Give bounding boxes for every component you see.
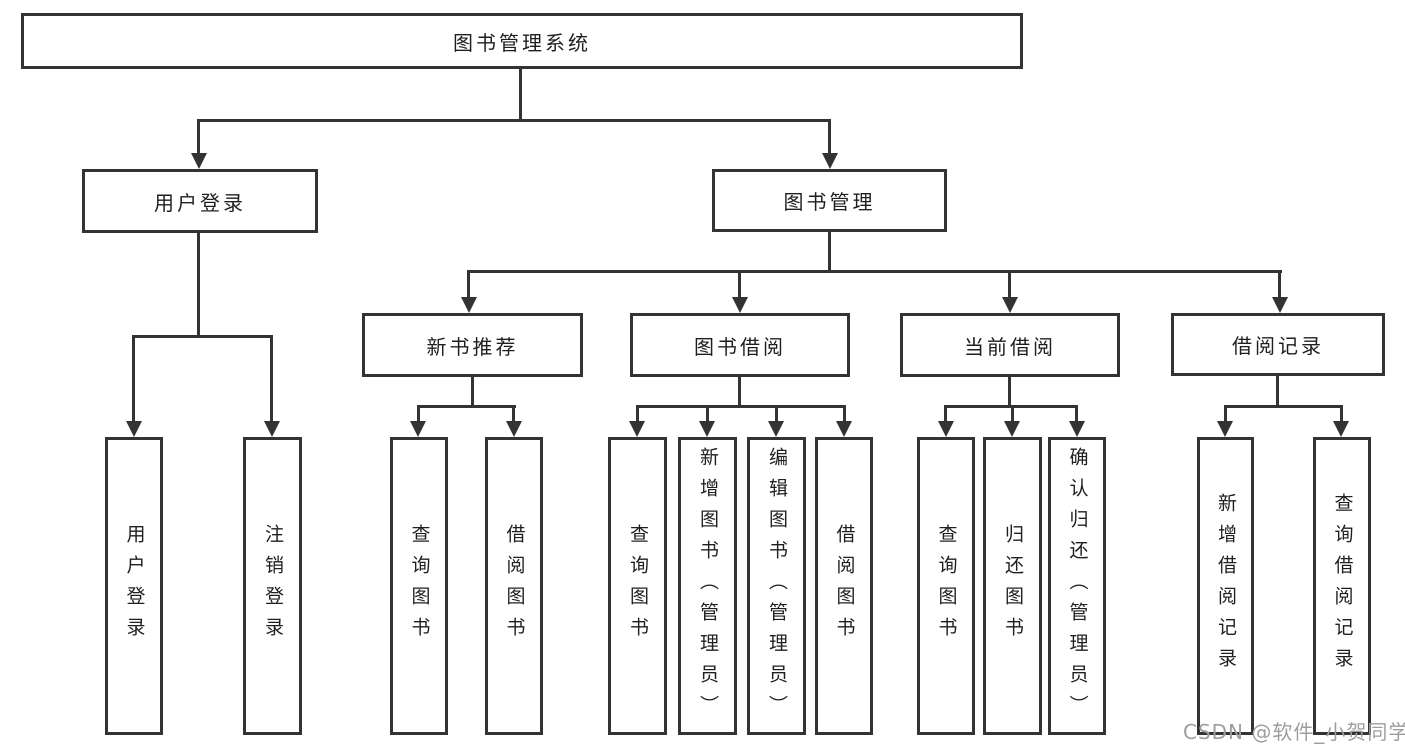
connector-hline	[467, 270, 1282, 273]
arrow-down	[1002, 297, 1018, 313]
node-user-login: 用户登录	[82, 169, 318, 233]
connector-stem	[197, 119, 200, 154]
leaf-borrow-borrow: 借阅图书	[815, 437, 873, 735]
node-current-borrow: 当前借阅	[900, 313, 1120, 377]
node-new-book-recommend: 新书推荐	[362, 313, 583, 377]
arrow-down	[822, 153, 838, 169]
arrow-down	[461, 297, 477, 313]
connector-vline	[1276, 376, 1279, 405]
connector-stem	[944, 405, 947, 421]
connector-vline	[1008, 377, 1011, 405]
arrow-down	[836, 421, 852, 437]
connector-hline	[417, 405, 516, 408]
connector-vline	[471, 377, 474, 405]
connector-stem	[1278, 270, 1281, 299]
connector-stem	[132, 335, 135, 421]
connector-stem	[775, 405, 778, 421]
connector-hline	[1224, 405, 1343, 408]
leaf-newbook-query: 查询图书	[390, 437, 448, 735]
connector-stem	[828, 119, 831, 154]
leaf-borrow-query: 查询图书	[608, 437, 667, 735]
arrow-down	[264, 421, 280, 437]
connector-stem	[738, 270, 741, 299]
leaf-user-login: 用户登录	[105, 437, 163, 735]
leaf-current-query: 查询图书	[917, 437, 975, 735]
connector-stem	[1224, 405, 1227, 421]
connector-stem	[467, 270, 470, 299]
arrow-down	[768, 421, 784, 437]
connector-stem	[512, 405, 515, 421]
connector-vline	[519, 69, 522, 119]
arrow-down	[938, 421, 954, 437]
node-book-borrow: 图书借阅	[630, 313, 850, 377]
connector-stem	[1340, 405, 1343, 421]
arrow-down	[629, 421, 645, 437]
arrow-down	[1217, 421, 1233, 437]
leaf-current-confirm-admin: 确认归还（管理员）	[1048, 437, 1106, 735]
arrow-down	[191, 153, 207, 169]
arrow-down	[1272, 297, 1288, 313]
leaf-logout: 注销登录	[243, 437, 302, 735]
leaf-record-query: 查询借阅记录	[1313, 437, 1371, 735]
connector-vline	[738, 377, 741, 405]
leaf-current-return: 归还图书	[983, 437, 1042, 735]
connector-hline	[197, 119, 831, 122]
arrow-down	[1004, 421, 1020, 437]
connector-stem	[636, 405, 639, 421]
arrow-down	[1333, 421, 1349, 437]
csdn-watermark: CSDN @软件_小贺同学	[1183, 720, 1405, 744]
arrow-down	[1069, 421, 1085, 437]
connector-stem	[1075, 405, 1078, 421]
leaf-record-add: 新增借阅记录	[1197, 437, 1254, 735]
node-borrow-records: 借阅记录	[1171, 313, 1385, 376]
arrow-down	[506, 421, 522, 437]
leaf-newbook-borrow: 借阅图书	[485, 437, 543, 735]
connector-stem	[706, 405, 709, 421]
arrow-down	[410, 421, 426, 437]
connector-stem	[843, 405, 846, 421]
node-library-system: 图书管理系统	[21, 13, 1023, 69]
connector-hline	[636, 405, 846, 408]
arrow-down	[126, 421, 142, 437]
node-book-management: 图书管理	[712, 169, 947, 232]
arrow-down	[732, 297, 748, 313]
connector-stem	[1011, 405, 1014, 421]
arrow-down	[699, 421, 715, 437]
connector-vline	[197, 233, 200, 335]
leaf-borrow-add-admin: 新增图书（管理员）	[678, 437, 737, 735]
connector-stem	[270, 335, 273, 421]
connector-stem	[417, 405, 420, 421]
connector-vline	[828, 232, 831, 270]
connector-hline	[132, 335, 273, 338]
leaf-borrow-edit-admin: 编辑图书（管理员）	[747, 437, 806, 735]
connector-stem	[1008, 270, 1011, 299]
